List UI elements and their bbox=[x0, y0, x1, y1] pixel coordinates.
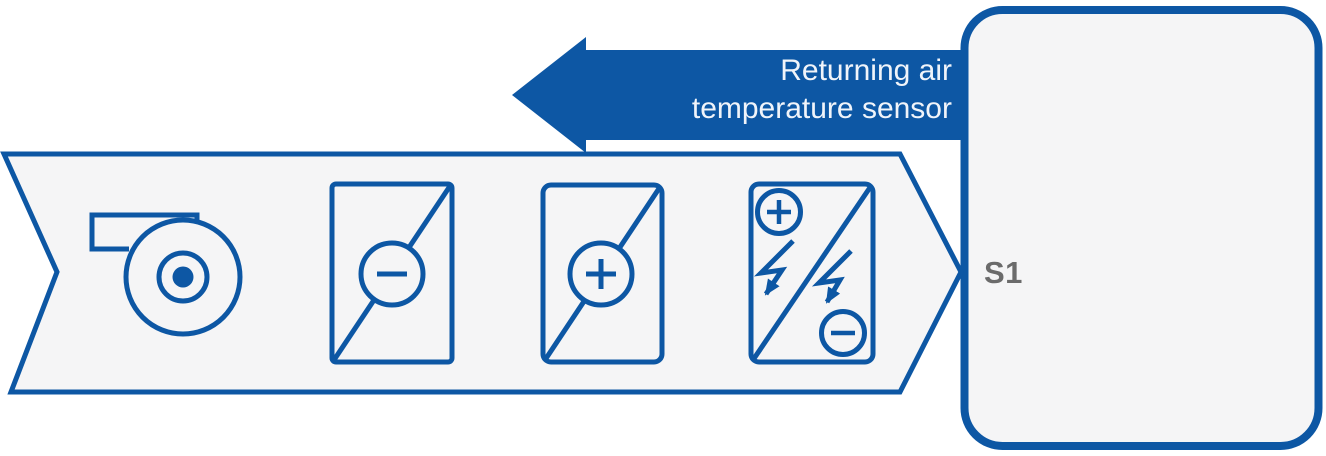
heater-frame bbox=[748, 181, 876, 365]
fan-icon bbox=[89, 212, 243, 337]
coil-frame bbox=[329, 181, 455, 365]
coil-frame bbox=[540, 182, 665, 365]
air-flow-band bbox=[0, 151, 964, 395]
fan-hub-dot bbox=[172, 266, 194, 288]
return-air-arrow bbox=[512, 37, 965, 153]
electric-heater-icon bbox=[748, 181, 876, 365]
return-arrow-label: Returning air temperature sensor bbox=[560, 52, 952, 128]
unit-box bbox=[960, 6, 1323, 450]
heater-diagonal bbox=[750, 184, 874, 362]
fan-duct bbox=[89, 212, 200, 252]
return-arrow-label-line2: temperature sensor bbox=[691, 92, 952, 125]
fan-hub-ring bbox=[156, 250, 210, 304]
lightning-bolt-left bbox=[753, 239, 795, 296]
heating-coil-plus-icon bbox=[540, 182, 665, 365]
lightning-bolt-right bbox=[811, 249, 853, 304]
return-arrow-label-line1: Returning air bbox=[780, 54, 952, 87]
unit-label: S1 bbox=[984, 255, 1023, 290]
cooling-coil-minus-icon bbox=[329, 181, 455, 365]
